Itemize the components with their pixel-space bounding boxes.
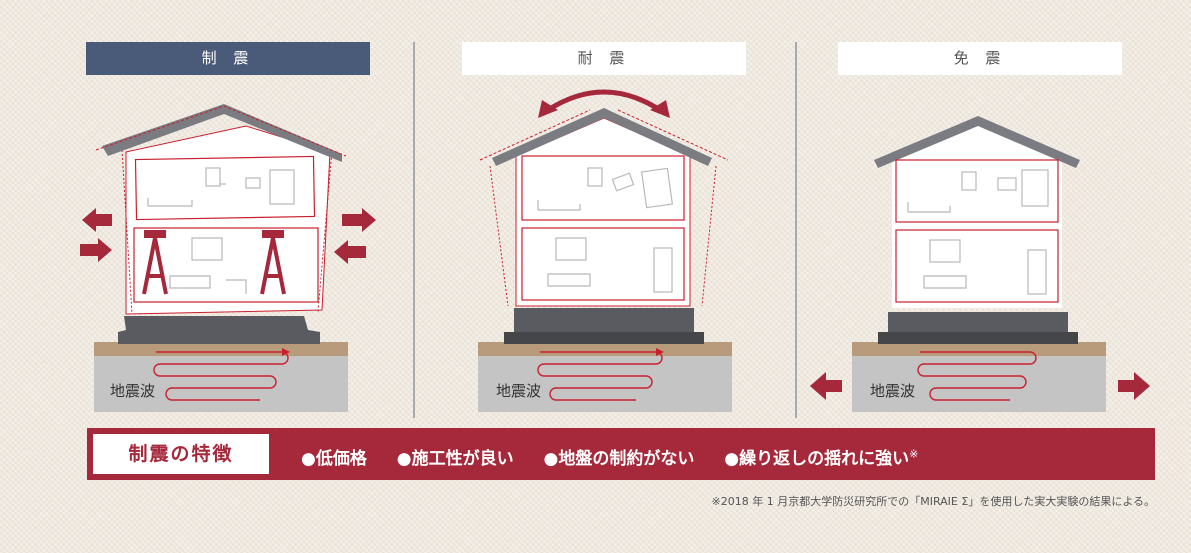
features-bar: 制震の特徴 ●低価格 ●施工性が良い ●地盤の制約がない ●繰り返しの揺れに強い…: [87, 428, 1155, 480]
lower-room: [133, 227, 319, 303]
ground-block: [94, 356, 348, 412]
taishin-diagram: 地震波: [478, 89, 732, 412]
features-label: 制震の特徴: [93, 434, 269, 474]
arrow-right-icon: [342, 208, 376, 232]
house-foundation-base: [504, 332, 704, 344]
house-foundation: [888, 312, 1068, 334]
panel-title-menshin: 免 震: [838, 42, 1122, 75]
panel-divider: [795, 42, 797, 418]
upper-room: [895, 159, 1059, 223]
wave-label: 地震波: [110, 382, 155, 400]
curved-double-arrow-icon: [546, 89, 662, 113]
house-foundation-base: [878, 332, 1078, 344]
wave-label: 地震波: [496, 382, 541, 400]
footnote-mark: ※: [909, 447, 919, 460]
wave-label: 地震波: [870, 382, 915, 400]
arrow-left-icon: [810, 372, 842, 400]
seismic-wave-lines: [537, 351, 663, 401]
footnote: ※2018 年 1 月京都大学防災研究所での「MIRAIE Σ」を使用した実大実…: [711, 495, 1155, 508]
arrow-right-icon: [1118, 372, 1150, 400]
ghost-outline: [489, 165, 717, 307]
arrowhead-right: [650, 100, 670, 118]
upper-room: [134, 155, 316, 221]
damper-icon: [260, 230, 286, 295]
feature-item: ●施工性が良い: [396, 448, 514, 469]
seismic-wave-lines: [917, 351, 1037, 401]
feature-item-text: ●繰り返しの揺れに強い: [724, 448, 910, 469]
panel-title-taishin: 耐 震: [462, 42, 746, 75]
house-foundation: [514, 308, 694, 334]
furniture: [147, 167, 295, 294]
feature-item: ●地盤の制約がない: [543, 448, 695, 469]
menshin-diagram: 地震波: [810, 116, 1150, 412]
roof-ghost: [479, 109, 729, 161]
wave-arrowhead: [656, 348, 664, 356]
panel-title-seishin: 制 震: [86, 42, 370, 75]
house-body: [125, 125, 331, 315]
arrow-right-icon: [80, 238, 112, 262]
arrow-left-icon: [334, 240, 366, 264]
arrow-left-icon: [82, 208, 112, 232]
roof-outline: [95, 105, 347, 157]
furniture: [537, 167, 674, 293]
house-body: [892, 124, 1062, 308]
feature-item: ●繰り返しの揺れに強い※: [724, 447, 919, 469]
upper-room: [521, 155, 685, 221]
ground-soil: [852, 342, 1106, 356]
ground-soil: [94, 342, 348, 356]
ground-soil: [478, 342, 732, 356]
lower-room: [521, 227, 685, 301]
house-body: [515, 117, 691, 307]
panel-divider: [413, 42, 415, 418]
lower-room: [895, 229, 1059, 303]
arrowhead-left: [538, 100, 558, 118]
damper-icon: [142, 230, 168, 295]
roof: [102, 104, 342, 162]
seishin-diagram: 地震波: [80, 104, 376, 412]
feature-item: ●低価格: [301, 448, 367, 469]
house-foundation: [118, 316, 320, 344]
roof: [874, 116, 1080, 168]
ground-block: [852, 356, 1106, 412]
seismic-wave-lines: [153, 351, 289, 401]
furniture: [907, 169, 1049, 295]
ground-block: [478, 356, 732, 412]
ghost-outline: [121, 149, 333, 315]
features-list: ●低価格 ●施工性が良い ●地盤の制約がない ●繰り返しの揺れに強い※: [301, 428, 942, 480]
wave-arrowhead: [282, 348, 290, 356]
